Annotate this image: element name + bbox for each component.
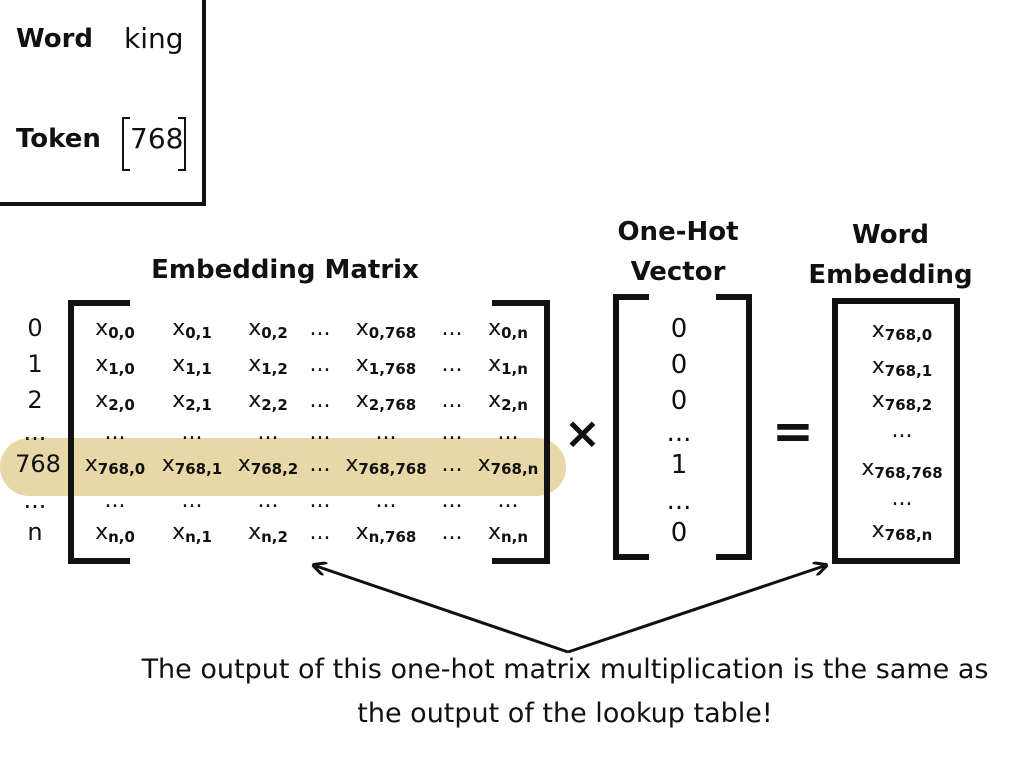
matrix-cell: x0,0 bbox=[95, 316, 135, 342]
matrix-cell: ... bbox=[104, 488, 126, 513]
token-bracket-right bbox=[178, 117, 186, 171]
word-embedding-title-line1: Word bbox=[851, 220, 930, 250]
matrix-cell: ... bbox=[181, 488, 203, 513]
embedding-entry: x768,1 bbox=[871, 354, 933, 380]
matrix-cell: ... bbox=[309, 452, 331, 477]
matrix-cell: x0,1 bbox=[172, 316, 212, 342]
matrix-cell: x1,768 bbox=[355, 352, 417, 378]
token-info-box: Word king Token 768 bbox=[0, 0, 206, 206]
one-hot-bracket-right bbox=[716, 294, 752, 560]
highlight-row-768 bbox=[0, 438, 566, 496]
multiply-sign: × bbox=[564, 408, 601, 459]
matrix-cell: ... bbox=[104, 420, 126, 445]
caption-line1: The output of this one-hot matrix multip… bbox=[141, 654, 989, 685]
arrow-to-embedding bbox=[567, 566, 824, 654]
token-label: Token bbox=[16, 124, 101, 154]
matrix-cell: ... bbox=[441, 520, 463, 545]
matrix-cell: ... bbox=[375, 488, 397, 513]
equals-sign: = bbox=[772, 402, 814, 460]
matrix-cell: x1,2 bbox=[248, 352, 288, 378]
matrix-cell: x768,2 bbox=[237, 452, 299, 478]
matrix-cell: ... bbox=[497, 420, 519, 445]
matrix-cell: ... bbox=[309, 420, 331, 445]
matrix-cell: xn,n bbox=[487, 520, 529, 546]
matrix-cell: x2,n bbox=[488, 388, 528, 414]
matrix-cell: ... bbox=[309, 388, 331, 413]
matrix-cell: x0,2 bbox=[248, 316, 288, 342]
matrix-cell: x768,768 bbox=[345, 452, 427, 478]
row-label-2: 2 bbox=[27, 386, 43, 414]
one-hot-title: One-Hot Vector bbox=[598, 212, 758, 292]
matrix-cell: ... bbox=[441, 316, 463, 341]
word-embedding-title: Word Embedding bbox=[808, 215, 973, 295]
embedding-entry: x768,0 bbox=[871, 318, 933, 344]
matrix-cell: x0,n bbox=[488, 316, 528, 342]
word-embedding-title-line2: Embedding bbox=[808, 260, 973, 290]
matrix-cell: ... bbox=[441, 388, 463, 413]
matrix-cell: ... bbox=[441, 488, 463, 513]
matrix-cell: x768,n bbox=[477, 452, 539, 478]
embedding-entry: x768,2 bbox=[871, 388, 933, 414]
row-label-4: 768 bbox=[15, 450, 61, 478]
matrix-cell: ... bbox=[257, 488, 279, 513]
matrix-cell: x2,0 bbox=[95, 388, 135, 414]
one-hot-entry: 0 bbox=[670, 386, 688, 416]
token-value: 768 bbox=[130, 122, 184, 155]
matrix-cell: ... bbox=[309, 488, 331, 513]
one-hot-title-line1: One-Hot bbox=[617, 217, 739, 247]
matrix-cell: x2,1 bbox=[172, 388, 212, 414]
row-label-1: 1 bbox=[27, 350, 43, 378]
embedding-matrix-title: Embedding Matrix bbox=[151, 255, 419, 285]
matrix-cell: xn,2 bbox=[248, 520, 288, 546]
matrix-cell: xn,0 bbox=[95, 520, 135, 546]
embedding-entry: ... bbox=[891, 418, 913, 443]
row-label-3: ... bbox=[23, 418, 47, 446]
matrix-cell: ... bbox=[309, 316, 331, 341]
matrix-cell: xn,768 bbox=[355, 520, 417, 546]
row-label-6: n bbox=[27, 518, 43, 546]
matrix-cell: ... bbox=[375, 420, 397, 445]
matrix-cell: ... bbox=[181, 420, 203, 445]
word-value: king bbox=[124, 22, 184, 55]
matrix-bracket-left bbox=[68, 300, 130, 564]
matrix-cell: x768,0 bbox=[84, 452, 146, 478]
word-label: Word bbox=[16, 24, 94, 54]
row-label-0: 0 bbox=[27, 314, 43, 342]
matrix-cell: ... bbox=[441, 420, 463, 445]
one-hot-entry: 0 bbox=[670, 314, 688, 344]
one-hot-entry: 0 bbox=[670, 350, 688, 380]
one-hot-entry: ... bbox=[666, 418, 692, 448]
arrow-to-matrix bbox=[316, 566, 569, 654]
matrix-cell: x1,n bbox=[488, 352, 528, 378]
embedding-bracket-right bbox=[898, 298, 960, 564]
embedding-entry: x768,768 bbox=[861, 456, 943, 482]
matrix-cell: x2,2 bbox=[248, 388, 288, 414]
matrix-cell: x2,768 bbox=[355, 388, 417, 414]
matrix-cell: x1,0 bbox=[95, 352, 135, 378]
matrix-cell: xn,1 bbox=[172, 520, 212, 546]
matrix-cell: x0,768 bbox=[355, 316, 417, 342]
matrix-cell: x1,1 bbox=[172, 352, 212, 378]
row-label-5: ... bbox=[23, 486, 47, 514]
token-bracket-left bbox=[122, 117, 130, 171]
embedding-entry: ... bbox=[891, 486, 913, 511]
one-hot-entry: 0 bbox=[670, 518, 688, 548]
caption-line2: the output of the lookup table! bbox=[357, 698, 773, 729]
matrix-cell: ... bbox=[309, 352, 331, 377]
matrix-cell: x768,1 bbox=[161, 452, 223, 478]
matrix-cell: ... bbox=[257, 420, 279, 445]
caption: The output of this one-hot matrix multip… bbox=[110, 648, 1020, 736]
embedding-bracket-left bbox=[832, 298, 898, 564]
matrix-cell: ... bbox=[441, 452, 463, 477]
matrix-cell: ... bbox=[497, 488, 519, 513]
matrix-cell: ... bbox=[309, 520, 331, 545]
matrix-bracket-right bbox=[492, 300, 550, 564]
one-hot-title-line2: Vector bbox=[630, 257, 726, 287]
matrix-cell: ... bbox=[441, 352, 463, 377]
one-hot-bracket-left bbox=[613, 294, 649, 560]
embedding-entry: x768,n bbox=[871, 518, 933, 544]
one-hot-entry: ... bbox=[666, 486, 692, 516]
one-hot-entry: 1 bbox=[670, 450, 688, 480]
